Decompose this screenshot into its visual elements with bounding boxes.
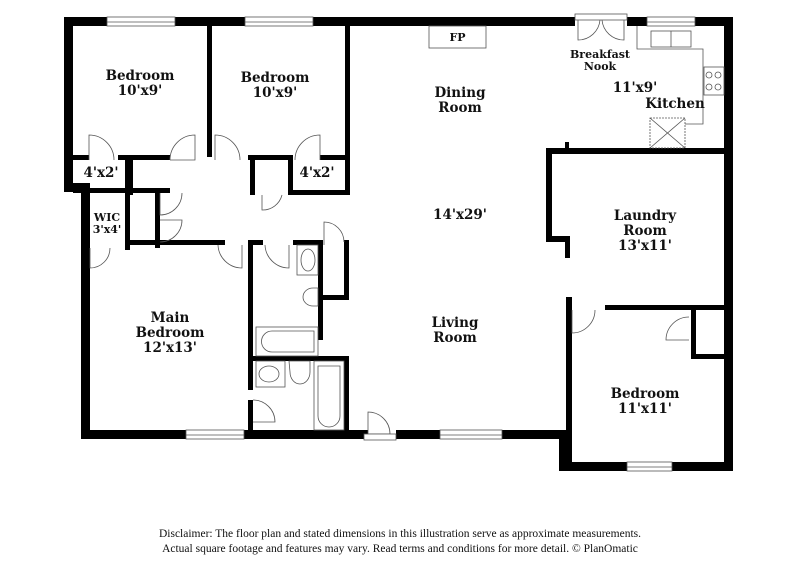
room-name: Bedroom [105, 68, 175, 84]
room-dims: 4'x2' [299, 165, 335, 181]
doors [88, 13, 690, 441]
room-bedroom-1: Bedroom 10'x9' [95, 69, 185, 99]
fixtures [255, 25, 725, 431]
room-dims: 12'x13' [143, 340, 197, 356]
room-main-bedroom: Main Bedroom 12'x13' [120, 311, 220, 356]
room-name: Kitchen [645, 96, 705, 112]
interior-walls [64, 17, 733, 467]
room-name-line1: Laundry [613, 208, 677, 224]
room-dims: 11'x11' [618, 401, 672, 417]
room-name-line1: Breakfast [570, 48, 630, 61]
disclaimer-line-2: Actual square footage and features may v… [162, 543, 638, 555]
room-name-line2: Bedroom [135, 325, 205, 341]
room-laundry: Laundry Room 13'x11' [600, 209, 690, 254]
disclaimer: Disclaimer: The floor plan and stated di… [0, 527, 800, 557]
room-dims: 11'x9' [612, 80, 658, 96]
room-dims: 4'x2' [83, 165, 119, 181]
room-name: Bedroom [610, 386, 680, 402]
windows [106, 16, 696, 472]
disclaimer-line-1: Disclaimer: The floor plan and stated di… [158, 528, 642, 540]
fireplace-label: FP [429, 30, 486, 45]
room-breakfast-nook: Breakfast Nook [560, 49, 640, 73]
room-dims: 14'x29' [433, 207, 487, 223]
stove [703, 66, 725, 96]
room-name: Bedroom [240, 70, 310, 86]
exterior-walls [64, 17, 733, 471]
room-bedroom-3: Bedroom 11'x11' [600, 387, 690, 417]
fp-text: FP [449, 31, 466, 44]
room-wic: WIC 3'x4' [88, 212, 126, 236]
room-name-line1: Dining [434, 85, 486, 101]
fireplace [428, 25, 487, 49]
room-kitchen: Kitchen [640, 97, 710, 112]
room-dims: 13'x11' [618, 238, 672, 254]
living-dining-dims: 14'x29' [410, 208, 510, 223]
closet-1: 4'x2' [76, 166, 126, 181]
room-dims: 10'x9' [252, 85, 298, 101]
room-dims: 10'x9' [117, 83, 163, 99]
room-name-line2: Room [438, 100, 482, 116]
room-name-line1: Living [431, 315, 479, 331]
room-name-line2: Nook [583, 60, 617, 73]
room-name-line1: Main [150, 310, 190, 326]
kitchen-dims: 11'x9' [605, 81, 665, 96]
room-name: WIC [93, 211, 121, 224]
room-name-line2: Room [433, 330, 477, 346]
room-living: Living Room [410, 316, 500, 346]
room-name-line2: Room [623, 223, 667, 239]
closet-2: 4'x2' [292, 166, 342, 181]
room-dims: 3'x4' [92, 223, 122, 236]
room-bedroom-2: Bedroom 10'x9' [230, 71, 320, 101]
room-dining: Dining Room [415, 86, 505, 116]
